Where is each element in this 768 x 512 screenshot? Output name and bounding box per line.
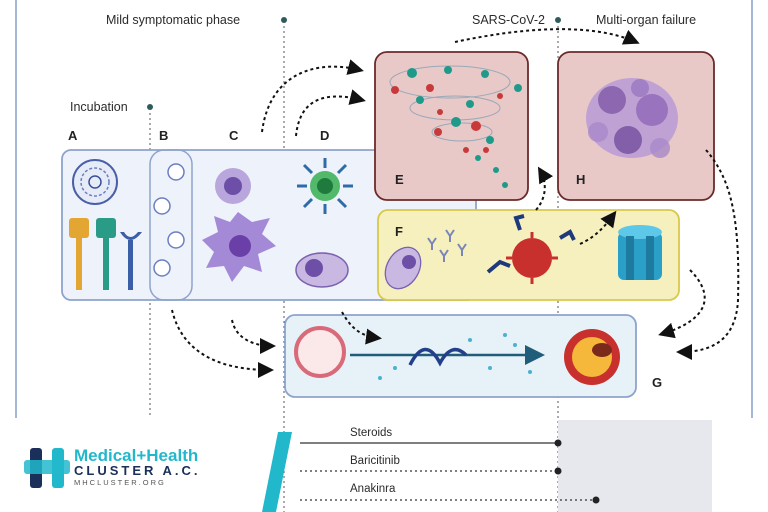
- medical-cross-icon: [24, 448, 70, 488]
- antibodies-icon: [427, 229, 467, 262]
- baricitinib-label: Baricitinib: [350, 455, 400, 467]
- baricitinib-marker: [554, 467, 562, 475]
- logo-title: Medical+Health: [74, 446, 199, 465]
- arrow-d-to-e: [295, 89, 366, 137]
- panel-e-label: E: [395, 172, 404, 187]
- ion-channel-icon: [618, 225, 662, 280]
- occluded-vessel-icon: [564, 329, 620, 385]
- cytokine-storm-icon: [389, 65, 522, 188]
- anakinra-label: Anakinra: [350, 483, 396, 495]
- b-cell-icon: [295, 252, 349, 288]
- logo-url: MHCLUSTER.ORG: [74, 478, 166, 487]
- t-cell-icon: [297, 158, 353, 214]
- panel-c-label: C: [229, 128, 239, 143]
- dendritic-cell-icon: [202, 212, 276, 282]
- receptor-blue-icon: [120, 232, 142, 290]
- damaged-tissue-icon: [586, 78, 678, 158]
- arrow-f-to-h: [579, 210, 617, 245]
- arrow-h-to-g: [676, 149, 740, 360]
- incubation-label: Incubation: [70, 100, 128, 114]
- vessel-ring-icon: [294, 326, 346, 378]
- arrow-c-to-e: [261, 59, 364, 133]
- incubation-marker: [147, 104, 153, 110]
- receptor-orange-icon: [69, 218, 89, 290]
- steroids-marker: [554, 439, 562, 447]
- arrow-d-to-g: [341, 311, 382, 345]
- anakinra-marker: [592, 496, 600, 504]
- mild-phase-label: Mild symptomatic phase: [106, 13, 241, 27]
- treatment-shaded-zone: [558, 420, 712, 512]
- panel-g-label: G: [652, 375, 663, 390]
- panel-b-label: B: [159, 128, 169, 143]
- panel-b-box: [149, 149, 193, 301]
- virus-label: SARS-CoV-2: [472, 13, 545, 27]
- receptor-teal-icon: [96, 218, 116, 290]
- panel-f-label: F: [395, 224, 403, 239]
- plasma-cell-icon: [384, 246, 422, 290]
- panel-d-label: D: [320, 128, 330, 143]
- panel-a-label: A: [68, 128, 78, 143]
- arrow-b-to-g: [171, 309, 274, 378]
- panel-e-box: [374, 51, 529, 201]
- neutralized-virus-icon: [486, 214, 576, 284]
- virus-particles-b-icon: [153, 163, 185, 277]
- virus-a-icon: [72, 159, 118, 205]
- panel-h-label: H: [576, 172, 586, 187]
- mild-phase-marker: [281, 17, 287, 23]
- virus-marker: [555, 17, 561, 23]
- arrow-c-to-g: [231, 319, 276, 354]
- monocyte-cell-icon: [215, 168, 251, 204]
- logo-teal-slash: [262, 432, 292, 512]
- multi-organ-failure-label: Multi-organ failure: [596, 13, 697, 27]
- arrow-e-to-h: [454, 28, 640, 45]
- logo-subtitle: CLUSTER A.C.: [74, 463, 201, 478]
- steroids-label: Steroids: [350, 427, 393, 439]
